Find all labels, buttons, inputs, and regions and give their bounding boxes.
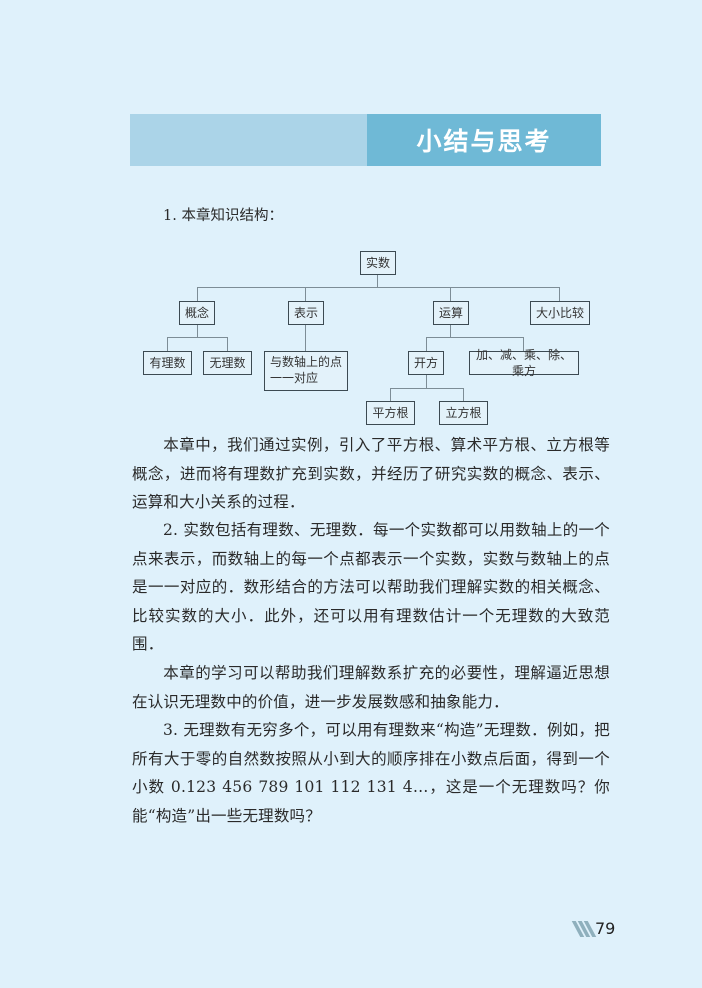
page-title: 小结与思考	[416, 127, 552, 156]
node-number-line-correspondence: 与数轴上的点 一一对应	[264, 351, 348, 391]
connector-square-root-up	[390, 388, 391, 401]
node-irrational-numbers: 无理数	[203, 351, 252, 375]
section-heading-knowledge-structure: 1. 本章知识结构：	[163, 208, 283, 224]
connector-representation-up	[305, 287, 306, 301]
connector-cube-root-up	[463, 388, 464, 401]
connector-operation-down	[450, 324, 451, 337]
header-banner-left	[130, 114, 367, 166]
page-number-text: 79	[595, 919, 616, 938]
paragraph-significance: 本章的学习可以帮助我们理解数系扩充的必要性，理解逼近思想在认识无理数中的价值，进…	[132, 664, 610, 711]
connector-concept-down	[197, 324, 198, 337]
node-operation: 运算	[433, 301, 469, 325]
node-real-numbers: 实数	[360, 251, 396, 275]
node-representation: 表示	[288, 301, 324, 325]
header-banner-right: 小结与思考	[367, 114, 601, 166]
diagonal-stripes-icon	[571, 920, 597, 937]
connector-root-down	[377, 274, 378, 287]
paragraph-summary: 本章中，我们通过实例，引入了平方根、算术平方根、立方根等概念，进而将有理数扩充到…	[132, 436, 610, 511]
knowledge-structure-diagram: 实数 概念 表示 运算 大小比较 有理数 无理数 与数轴上的点 一一对应 开方 …	[0, 0, 702, 440]
connector-root-extraction-up	[426, 337, 427, 351]
node-cube-root: 立方根	[439, 401, 488, 425]
connector-representation-down	[305, 324, 306, 351]
connector-irrational-up	[227, 337, 228, 351]
node-line-2: 一一对应	[270, 371, 319, 385]
page-number: 79	[571, 919, 616, 938]
connector-concept-horizontal	[167, 337, 228, 338]
connector-root-extraction-down	[426, 374, 427, 388]
paragraph-real-numbers: 2. 实数包括有理数、无理数．每一个实数都可以用数轴上的一个点来表示，而数轴上的…	[132, 521, 610, 653]
connector-roots-horizontal	[390, 388, 464, 389]
node-line-1: 与数轴上的点	[270, 355, 343, 369]
connector-rational-up	[167, 337, 168, 351]
node-rational-numbers: 有理数	[143, 351, 192, 375]
connector-level1-horizontal	[197, 287, 560, 288]
node-root-extraction: 开方	[408, 351, 444, 375]
connector-concept-up	[197, 287, 198, 301]
connector-compare-up	[559, 287, 560, 301]
node-square-root: 平方根	[366, 401, 415, 425]
connector-arith-up	[523, 337, 524, 351]
paragraph-irrational-construction: 3. 无理数有无穷多个，可以用有理数来“构造”无理数．例如，把所有大于零的自然数…	[132, 721, 610, 825]
node-arithmetic-operations: 加、减、乘、除、乘方	[469, 348, 579, 378]
node-size-comparison: 大小比较	[530, 301, 590, 325]
connector-operation-horizontal	[426, 337, 524, 338]
connector-operation-up	[450, 287, 451, 301]
node-concept: 概念	[179, 301, 215, 325]
